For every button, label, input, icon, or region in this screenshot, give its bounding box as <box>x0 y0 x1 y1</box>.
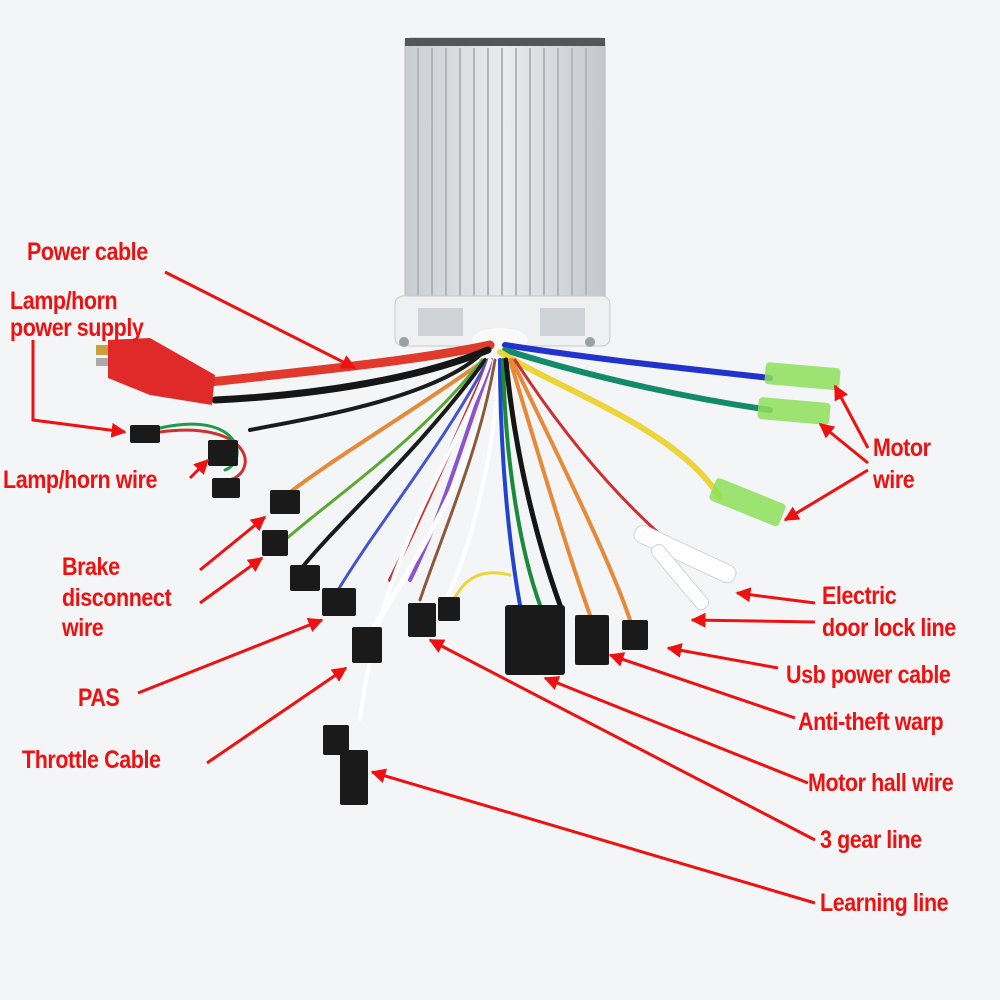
arrow-pas <box>137 618 324 695</box>
spade-terminals <box>709 362 841 527</box>
arrow-power-cable <box>164 270 357 370</box>
controller-housing <box>394 37 611 352</box>
arrow-usb <box>666 643 779 670</box>
arrow-motor-2 <box>818 422 869 465</box>
label-motor-2: wire <box>873 466 915 494</box>
label-door-lock-2: door lock line <box>822 614 956 642</box>
arrow-door-2 <box>690 612 816 628</box>
door-lock-terminals <box>633 524 737 611</box>
label-usb: Usb power cable <box>786 661 951 689</box>
connectors <box>130 425 648 805</box>
label-anti-theft: Anti-theft warp <box>798 708 944 736</box>
arrow-anti-theft <box>608 652 796 720</box>
label-power-cable: Power cable <box>27 238 148 266</box>
arrow-learning <box>370 768 816 905</box>
power-plug <box>96 338 215 405</box>
arrow-lamp-power <box>31 340 127 438</box>
label-brake-1: Brake <box>62 553 120 581</box>
arrow-motor-3 <box>783 468 869 522</box>
arrow-gear <box>428 638 816 842</box>
arrow-door-1 <box>735 587 816 605</box>
annotation-arrows <box>31 270 870 905</box>
label-lamp-horn-power-1: Lamp/horn <box>10 287 118 315</box>
arrow-hall <box>543 676 809 785</box>
label-lamp-horn-wire: Lamp/horn wire <box>3 466 158 494</box>
label-pas: PAS <box>78 684 120 712</box>
arrow-throttle <box>206 666 348 765</box>
label-hall: Motor hall wire <box>808 769 954 797</box>
label-brake-2: disconnect <box>62 584 172 612</box>
arrow-lamp-wire <box>188 458 210 480</box>
arrow-motor-1 <box>833 384 870 449</box>
wire-bundle <box>158 340 773 722</box>
label-motor-1: Motor <box>873 434 931 462</box>
label-lamp-horn-power-2: power supply <box>10 314 144 342</box>
label-throttle: Throttle Cable <box>22 746 161 774</box>
label-learning: Learning line <box>820 889 949 917</box>
arrow-brake-1 <box>199 515 267 572</box>
label-gear: 3 gear line <box>820 826 922 854</box>
arrow-brake-2 <box>199 556 264 605</box>
label-brake-3: wire <box>62 614 104 642</box>
label-door-lock-1: Electric <box>822 582 897 610</box>
